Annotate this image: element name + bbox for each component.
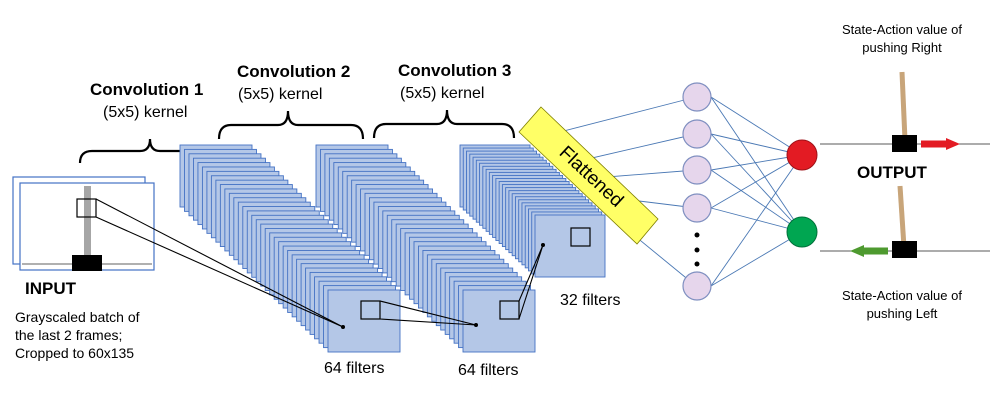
output-heading: OUTPUT xyxy=(857,163,927,182)
flattened-bar xyxy=(518,106,659,245)
conv2-title: Convolution 2 xyxy=(237,62,351,81)
conv1-receptive-field xyxy=(360,300,381,320)
right-arrow-icon xyxy=(946,138,960,150)
input-pole xyxy=(84,186,91,257)
input-heading: INPUT xyxy=(25,279,76,298)
pole-left xyxy=(897,185,907,248)
output-node-left xyxy=(786,216,818,248)
output-node-right xyxy=(786,139,818,171)
conv1-feature-map-stack xyxy=(179,144,401,353)
input-receptive-field xyxy=(76,198,97,218)
hidden-node xyxy=(682,82,712,112)
hidden-ellipsis-dot xyxy=(694,261,700,267)
hidden-ellipsis-dot xyxy=(694,232,700,238)
hidden-ellipsis-dot xyxy=(694,247,700,253)
projection-point-2 xyxy=(474,323,478,327)
hidden-node xyxy=(682,271,712,301)
output-right-label-line1: State-Action value of xyxy=(842,22,962,37)
hidden-to-output-connections xyxy=(710,96,803,287)
conv2-brace xyxy=(217,110,365,140)
conv3-receptive-field xyxy=(570,227,591,247)
input-frames xyxy=(12,176,155,271)
cart-right xyxy=(892,135,917,152)
left-arrow-icon xyxy=(850,245,864,257)
push-left-illustration xyxy=(820,185,990,258)
output-right-label-line2: pushing Right xyxy=(862,40,942,55)
conv2-kernel: (5x5) kernel xyxy=(238,86,323,103)
pole-right xyxy=(899,71,908,141)
input-description-line3: Cropped to 60x135 xyxy=(15,345,135,361)
conv3-feature-map xyxy=(534,214,606,278)
conv3-title: Convolution 3 xyxy=(398,61,512,80)
conv2-filters-label: 64 filters xyxy=(458,362,519,379)
conv2-feature-map-stack xyxy=(315,144,536,353)
conv3-kernel: (5x5) kernel xyxy=(400,85,485,102)
input-description-line1: Grayscaled batch of xyxy=(15,309,140,325)
conv1-title: Convolution 1 xyxy=(90,80,204,99)
hidden-node xyxy=(682,119,712,149)
input-description-line2: the last 2 frames; xyxy=(15,327,123,343)
hidden-node xyxy=(682,155,712,185)
conv3-filters-label: 32 filters xyxy=(560,292,621,309)
hidden-node xyxy=(682,193,712,223)
conv1-feature-map xyxy=(327,289,401,353)
projection-point-3 xyxy=(541,243,545,247)
conv3-brace xyxy=(372,109,516,139)
conv1-kernel: (5x5) kernel xyxy=(103,104,188,121)
push-right-illustration xyxy=(820,71,990,152)
projection-lines xyxy=(95,198,544,328)
cart-left xyxy=(892,241,917,258)
conv2-feature-map xyxy=(462,289,536,353)
output-left-label-line1: State-Action value of xyxy=(842,288,962,303)
conv1-filters-label: 64 filters xyxy=(324,360,385,377)
input-cart xyxy=(72,255,102,271)
hidden-layer xyxy=(682,82,712,301)
projection-point-1 xyxy=(341,325,345,329)
output-left-label-line2: pushing Left xyxy=(866,306,938,321)
conv2-receptive-field xyxy=(499,300,520,320)
